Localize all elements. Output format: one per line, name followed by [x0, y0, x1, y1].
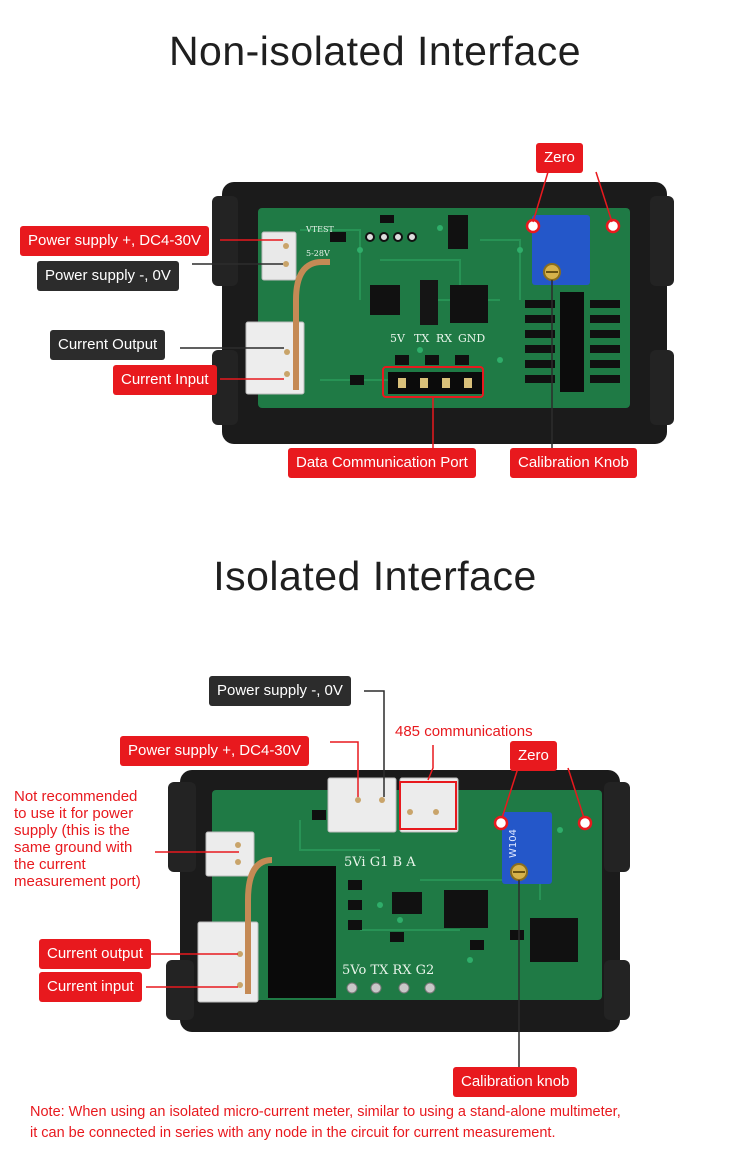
silk-bottom-pins: 5Vo TX RX G2 [342, 963, 434, 978]
pin-label-gnd: GND [458, 332, 485, 345]
label-485-communications: 485 communications [395, 723, 533, 740]
label-current-output-top: Current Output [50, 330, 166, 360]
calibration-potentiometer-isolated [502, 812, 552, 884]
label-current-output-bottom: Current output [39, 939, 151, 969]
pin-label-5v: 5V [390, 332, 406, 345]
rs485-connector [399, 777, 459, 833]
isolated-ic-2 [530, 918, 578, 962]
mcu-chip [450, 285, 488, 323]
not-recommended-line-2: to use it for power [14, 805, 134, 822]
non-isolated-board-illustration: 5V TX RX GND VTEST 5-28V [180, 171, 674, 448]
not-recommended-line-3: supply (this is the [14, 822, 130, 839]
pin-label-tx: TX [414, 332, 429, 345]
not-recommended-line-5: the current [14, 856, 86, 873]
label-current-input-top: Current Input [113, 365, 217, 395]
section-title-non-isolated: Non-isolated Interface [168, 28, 582, 74]
left-aux-connector [205, 831, 255, 877]
label-power-plus-top: Power supply +, DC4-30V [20, 226, 209, 256]
label-calibration-knob-top: Calibration Knob [510, 448, 637, 478]
zero-point-left-isolated [493, 815, 509, 831]
note-line-1: Note: When using an isolated micro-curre… [30, 1104, 621, 1120]
label-power-plus-bottom: Power supply +, DC4-30V [120, 736, 309, 766]
rs485-highlight [399, 781, 457, 830]
current-connector-isolated [197, 921, 259, 1003]
shunt-wire [293, 259, 330, 390]
data-pin-header [388, 372, 484, 394]
silk-pot: W104 [508, 829, 519, 858]
zero-point-right [605, 218, 621, 234]
silk-voltage: 5-28V [306, 249, 330, 258]
label-power-minus-bottom: Power supply -, 0V [209, 676, 351, 706]
label-zero-top: Zero [536, 143, 583, 173]
current-connector [245, 321, 305, 395]
silk-vtest: VTEST [305, 225, 334, 234]
isolated-ic-1 [444, 890, 488, 928]
label-not-recommended: Not recommended to use it for power supp… [14, 788, 174, 890]
isolation-note: Note: When using an isolated micro-curre… [30, 1102, 730, 1144]
not-recommended-line-6: measurement port) [14, 873, 141, 890]
pin-label-rx: RX [436, 332, 452, 345]
calibration-potentiometer [532, 215, 590, 285]
note-line-2: it can be connected in series with any n… [30, 1125, 556, 1141]
not-recommended-line-1: Not recommended [14, 788, 138, 805]
zero-point-right-isolated [577, 815, 593, 831]
isolation-module [268, 866, 336, 998]
not-recommended-line-4: same ground with [14, 839, 133, 856]
label-current-input-bottom: Current input [39, 972, 142, 1002]
section-title-isolated: Isolated Interface [213, 553, 537, 599]
label-calibration-knob-bottom: Calibration knob [453, 1067, 578, 1097]
power-connector-isolated [327, 777, 397, 833]
label-data-port: Data Communication Port [288, 448, 476, 478]
label-power-minus-top: Power supply -, 0V [37, 261, 179, 291]
power-connector [261, 231, 297, 281]
ic-chip [370, 285, 400, 315]
silk-top-pins: 5Vi G1 B A [344, 855, 416, 870]
label-zero-bottom: Zero [510, 741, 557, 771]
meter-housing-isolated [180, 770, 620, 1032]
pcb-board-isolated [212, 790, 602, 1000]
